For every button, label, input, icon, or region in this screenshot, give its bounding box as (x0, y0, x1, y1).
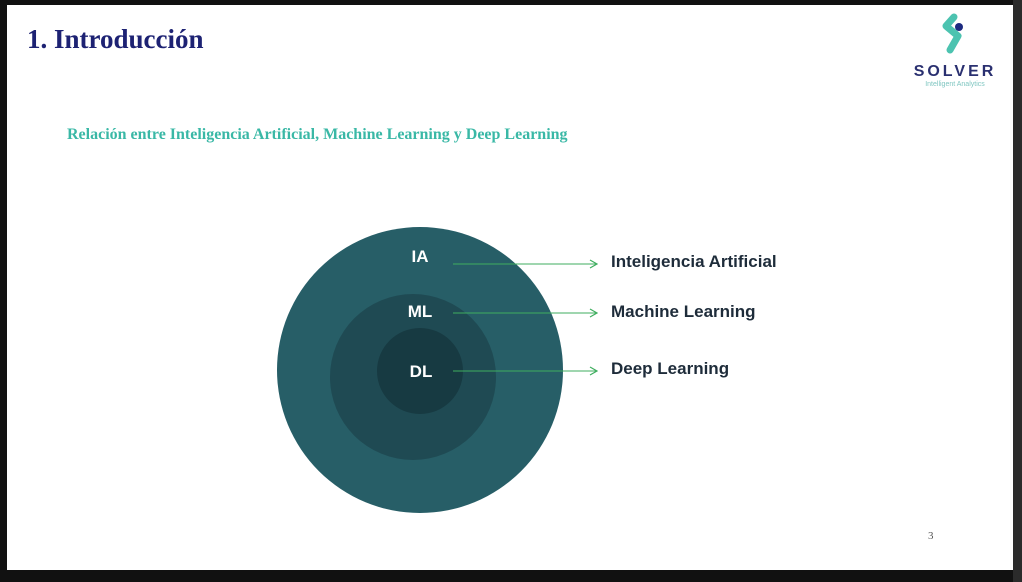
logo-name: SOLVER (913, 63, 997, 80)
viewer-scrollbar[interactable] (1013, 0, 1022, 582)
ml-label: Machine Learning (611, 302, 756, 321)
slide-subtitle: Relación entre Inteligencia Artificial, … (67, 126, 568, 143)
logo-tagline: Intelligent Analytics (925, 81, 985, 88)
dl-label: Deep Learning (611, 359, 730, 378)
solver-logo: SOLVER Intelligent Analytics (910, 12, 1000, 88)
ia-abbr: IA (411, 247, 429, 266)
page-number: 3 (928, 530, 934, 542)
solver-logo-icon (942, 13, 963, 54)
ia-label: Inteligencia Artificial (611, 252, 777, 271)
dl-circle (377, 328, 463, 414)
ml-abbr: ML (407, 302, 433, 321)
slide-title: 1. Introducción (27, 24, 204, 54)
dl-abbr: DL (409, 362, 433, 381)
